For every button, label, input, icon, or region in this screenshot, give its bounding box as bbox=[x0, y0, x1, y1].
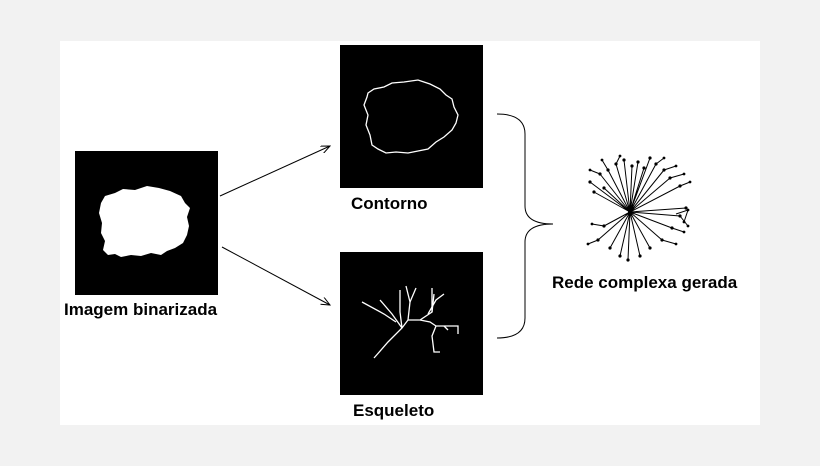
binarized-image-panel bbox=[75, 151, 218, 295]
contour-outline bbox=[363, 79, 459, 154]
complex-network-graph bbox=[586, 154, 692, 262]
binarized-blob bbox=[99, 186, 190, 257]
contour-panel bbox=[340, 45, 483, 188]
skeleton-tree bbox=[361, 285, 459, 359]
skeleton-panel bbox=[340, 252, 483, 395]
label-complex-network: Rede complexa gerada bbox=[552, 273, 738, 292]
label-binarized-image: Imagem binarizada bbox=[64, 300, 218, 319]
label-contour: Contorno bbox=[351, 194, 428, 213]
label-skeleton: Esqueleto bbox=[353, 401, 435, 420]
